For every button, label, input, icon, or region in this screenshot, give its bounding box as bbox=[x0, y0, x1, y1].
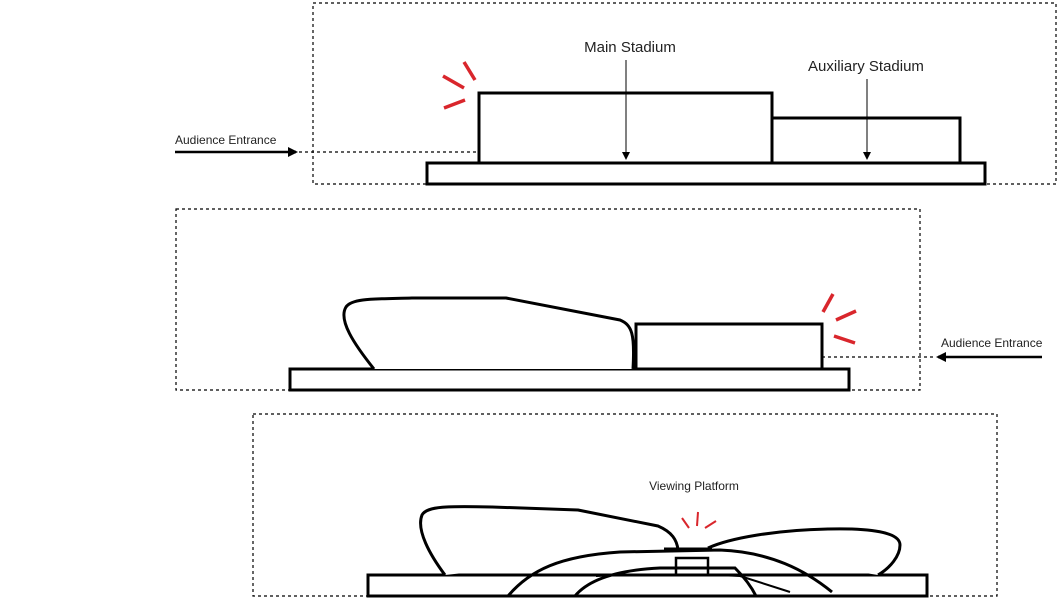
viewing-platform-label: Viewing Platform bbox=[649, 479, 739, 493]
middle-auxiliary-block bbox=[634, 322, 824, 371]
bottom-base-platform bbox=[366, 573, 929, 598]
bottom-bridge-middle bbox=[573, 566, 758, 597]
top-accent-ticks bbox=[442, 61, 477, 110]
bottom-bridge-outer bbox=[506, 548, 833, 597]
bottom-panel: Viewing Platform bbox=[252, 413, 998, 598]
bottom-accent-ticks bbox=[681, 511, 717, 529]
auxiliary-stadium-label: Auxiliary Stadium bbox=[808, 58, 924, 75]
middle-entrance-label: Audience Entrance bbox=[941, 336, 1043, 350]
middle-main-stadium-shape bbox=[342, 296, 636, 370]
main-stadium-label: Main Stadium bbox=[584, 39, 676, 56]
middle-accent-ticks bbox=[821, 293, 857, 345]
middle-base-platform bbox=[288, 367, 851, 392]
auxiliary-stadium-block bbox=[770, 116, 962, 165]
bottom-left-stadium-shape bbox=[419, 505, 680, 576]
top-panel: Main Stadium Auxiliary Stadium Audience … bbox=[175, 2, 1057, 186]
middle-panel: Audience Entrance bbox=[175, 208, 1043, 392]
top-entrance-label: Audience Entrance bbox=[175, 133, 277, 147]
bottom-right-stadium-shape bbox=[707, 527, 902, 577]
viewing-platform-core bbox=[674, 556, 710, 575]
top-base-platform bbox=[425, 161, 987, 186]
